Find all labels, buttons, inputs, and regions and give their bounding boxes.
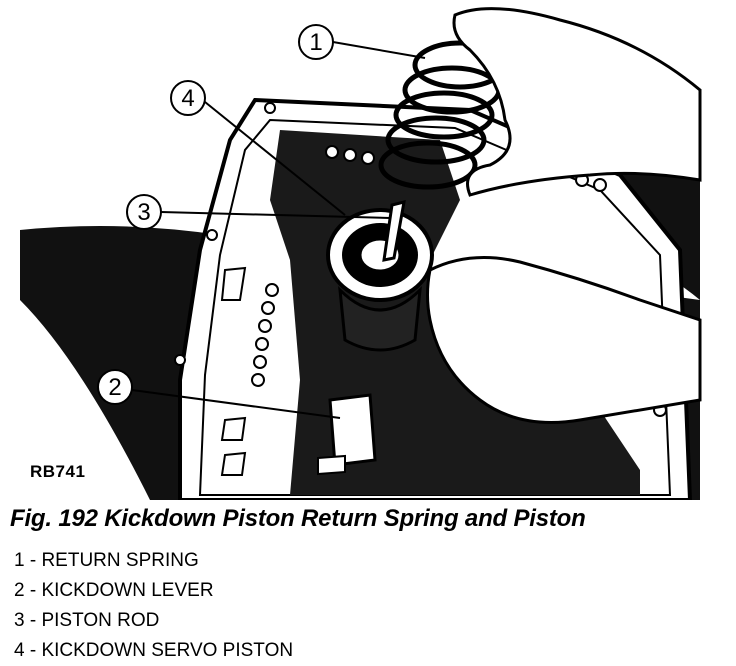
legend-item-4: 4 - KICKDOWN SERVO PISTON	[14, 640, 294, 661]
callout-4: 4	[170, 80, 346, 216]
legend-item-1: 1 - RETURN SPRING	[14, 550, 199, 571]
callout-1: 1	[298, 24, 426, 60]
upper-hand	[452, 7, 702, 197]
servo-piston	[326, 208, 434, 352]
figure-code: RB741	[30, 462, 86, 481]
callout-legend: 1 - RETURN SPRING 2 - KICKDOWN LEVER 3 -…	[14, 546, 293, 666]
legend-item-2: 2 - KICKDOWN LEVER	[14, 580, 214, 601]
callout-4-number: 4	[181, 85, 194, 112]
kickdown-piston-illustration: 1 4 3 2	[20, 7, 702, 500]
callout-2: 2	[97, 369, 341, 419]
kickdown-lever	[328, 393, 377, 467]
legend-item-3: 3 - PISTON ROD	[14, 610, 160, 631]
callout-2-number: 2	[108, 374, 121, 401]
callout-1-number: 1	[309, 29, 322, 56]
bolt-holes	[174, 102, 667, 417]
figure-caption: Fig. 192 Kickdown Piston Return Spring a…	[10, 505, 586, 532]
plate-slots	[220, 266, 247, 476]
lower-hand	[426, 256, 702, 424]
callout-3: 3	[126, 194, 391, 230]
piston-rod	[382, 199, 406, 262]
callout-3-number: 3	[137, 199, 150, 226]
